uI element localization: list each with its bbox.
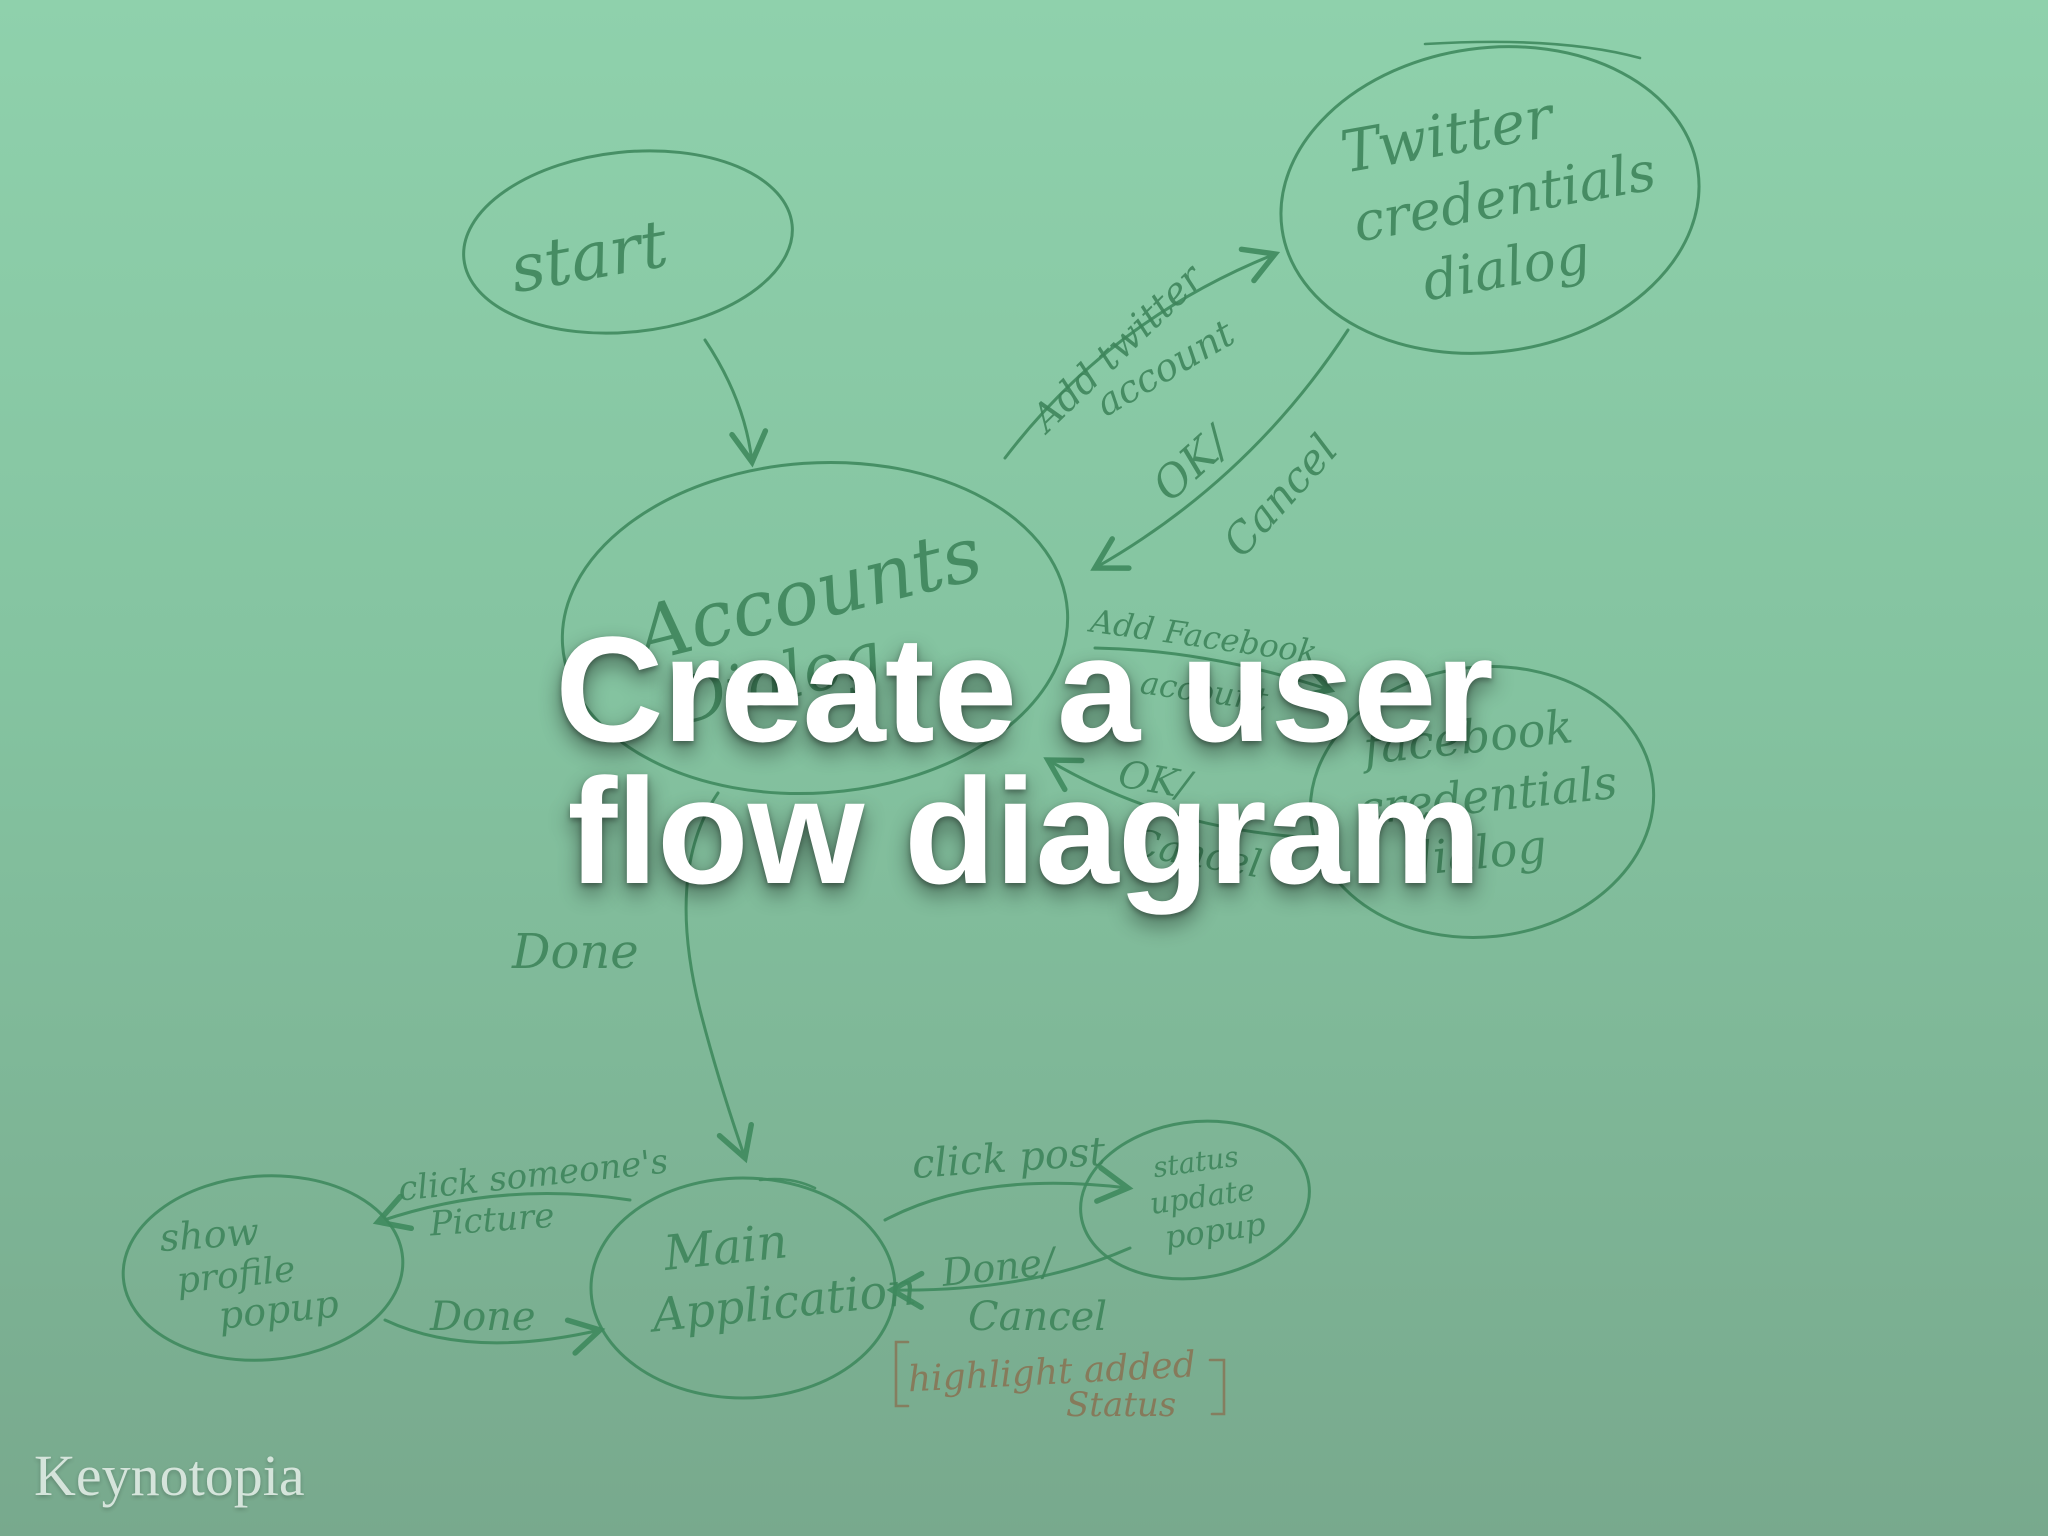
note-highlight-status: highlight added Status (894, 1340, 1226, 1425)
edge-click-post-label: click post (911, 1129, 1108, 1188)
edge-done-cancel-label-2: Cancel (968, 1294, 1107, 1340)
edge-twitter-ok-label: OK/ (1143, 415, 1242, 512)
node-main-label-1: Main (660, 1213, 790, 1282)
edge-click-someone-label-2: Picture (427, 1196, 555, 1245)
edge-main-to-profile: click someone's Picture (372, 1141, 670, 1245)
node-twitter-dialog: Twitter credentials dialog (1279, 40, 1701, 355)
slide-title-line-1: Create a user (555, 605, 1494, 773)
edge-start-to-accounts (703, 338, 769, 468)
node-start-label: start (504, 205, 673, 308)
note-highlight-label-2: Status (1066, 1385, 1176, 1425)
edge-status-done-cancel: Done/ Cancel (886, 1239, 1132, 1340)
edge-accounts-done-label: Done (511, 924, 639, 980)
node-profile-popup: show profile popup (121, 1174, 405, 1362)
edge-profile-done-label: Done (429, 1294, 536, 1340)
edge-add-twitter: Add twitter account (1003, 246, 1281, 460)
node-start: start (462, 149, 794, 335)
node-status-popup: status update popup (1079, 1119, 1311, 1281)
edge-profile-done: Done (383, 1294, 606, 1356)
edge-accounts-done: Done (511, 791, 754, 1164)
slide-title: Create a user flow diagram (0, 605, 2048, 915)
edge-done-cancel-label-1: Done/ (939, 1239, 1060, 1295)
brand-logo-text: Keynotopia (34, 1443, 305, 1508)
slide-title-line-2: flow diagram (567, 747, 1481, 915)
edge-main-to-status: click post (883, 1129, 1134, 1222)
node-main-application: Main Application (589, 1176, 919, 1400)
node-profile-label-1: show (158, 1209, 260, 1260)
edge-twitter-cancel-label: Cancel (1213, 425, 1347, 566)
